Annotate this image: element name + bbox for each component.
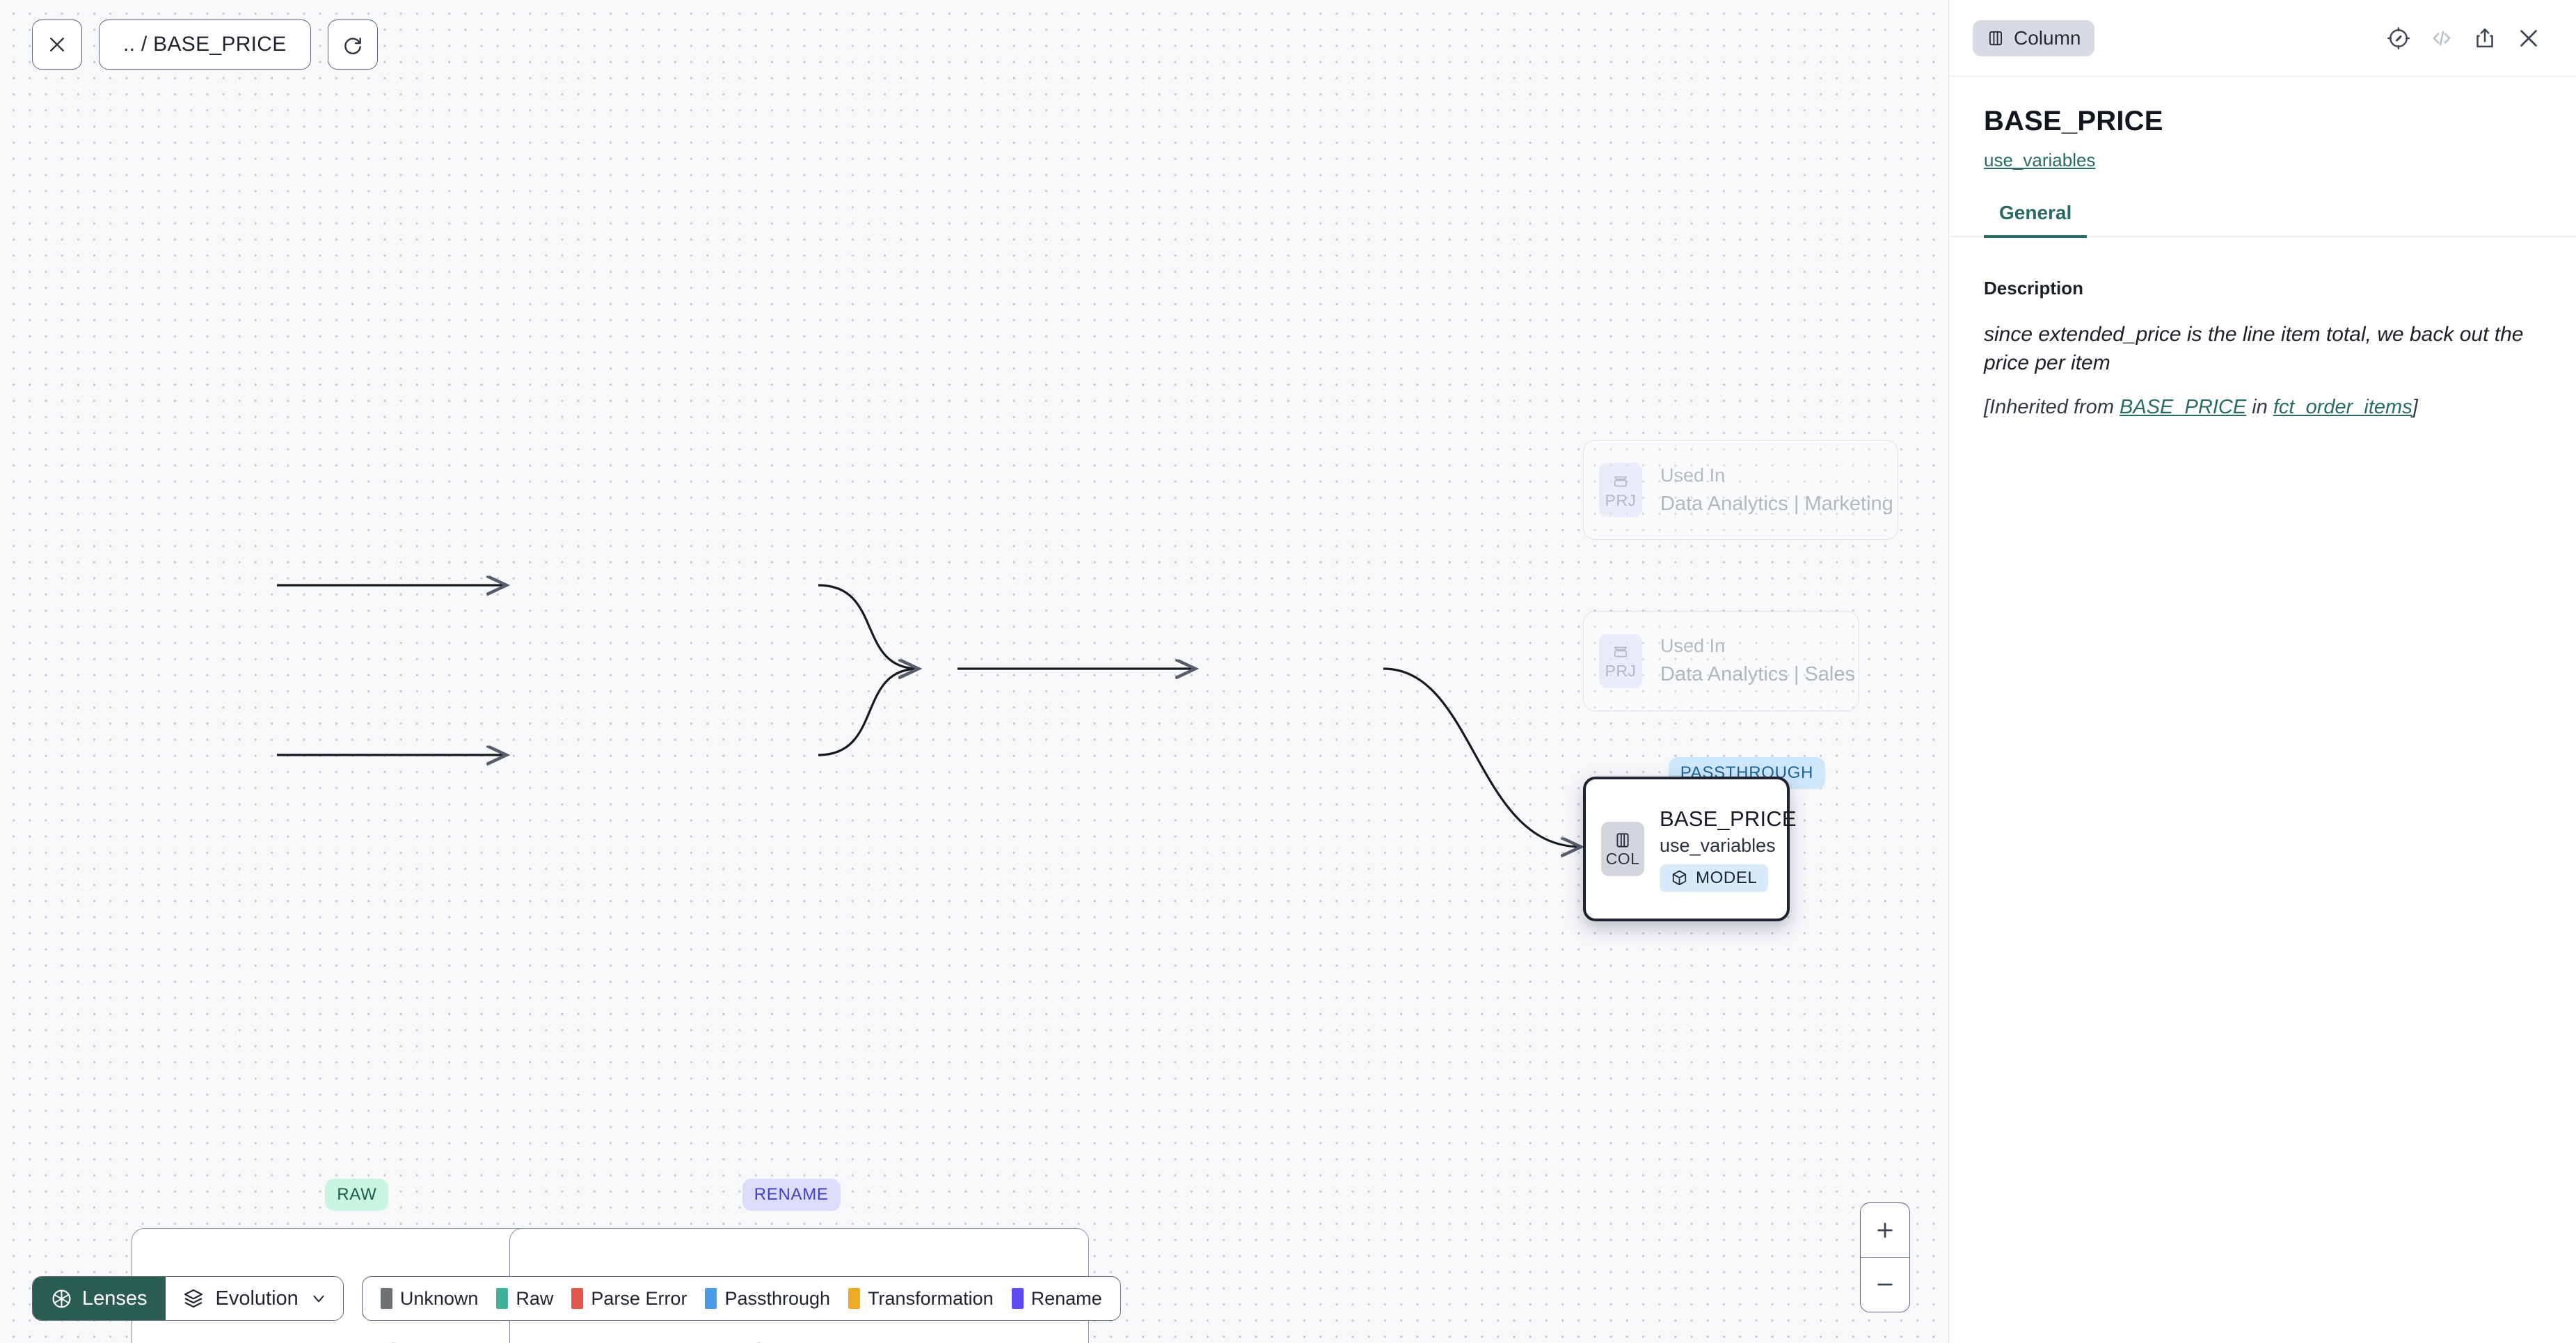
inherited-from-note: [Inherited from BASE_PRICE in fct_order_… xyxy=(1949,378,2576,419)
project-type-label: PRJ xyxy=(1605,491,1637,509)
panel-tabs: General xyxy=(1949,202,2576,238)
description-label: Description xyxy=(1984,278,2084,299)
close-lineage-button[interactable] xyxy=(32,19,82,70)
parent-model-link[interactable]: use_variables xyxy=(1984,150,2096,170)
plus-icon xyxy=(1877,1223,1893,1238)
node-title: L_EXTENDEDPRICE xyxy=(206,1338,415,1343)
close-icon[interactable] xyxy=(2516,26,2541,51)
node-title: BASE_PRICE xyxy=(1660,806,1797,831)
chevron-down-icon xyxy=(313,1295,324,1303)
canvas-top-controls: .. / BASE_PRICE xyxy=(32,19,378,70)
column-type-label: COL xyxy=(1605,850,1640,868)
compass-icon[interactable] xyxy=(2387,26,2410,50)
lineage-canvas[interactable]: .. / BASE_PRICE COLL_EXTENDEDPRICEtpch_n… xyxy=(0,0,1948,1343)
bottom-toolbar: Lenses Evolution Unknown Raw Parse Error Pa… xyxy=(32,1276,1121,1321)
lenses-group: Lenses Evolution xyxy=(32,1276,344,1321)
entity-type-label: Column xyxy=(2014,26,2081,49)
used-in-label: Used In xyxy=(1660,635,1726,657)
node-badge-ren: RENAME xyxy=(742,1179,841,1211)
project-type-chip: PRJ xyxy=(1599,463,1643,518)
description-text: since extended_price is the line item to… xyxy=(1984,323,2524,375)
panel-header: Column xyxy=(1949,0,2576,77)
inherited-prefix: [Inherited from xyxy=(1984,395,2120,418)
refresh-button[interactable] xyxy=(327,19,378,70)
minus-icon xyxy=(1877,1283,1893,1286)
legend-label: Transformation xyxy=(868,1287,994,1309)
refresh-icon xyxy=(344,38,361,55)
layers-icon xyxy=(184,1289,202,1308)
legend-item-unknown[interactable]: Unknown xyxy=(380,1287,479,1310)
close-icon xyxy=(50,38,64,51)
legend-item-passthrough[interactable]: Passthrough xyxy=(705,1288,830,1310)
node-kind-pill: MODEL xyxy=(1660,864,1769,892)
legend-swatch xyxy=(848,1288,861,1309)
used-in-project: Data Analytics | Marketing xyxy=(1660,492,1893,515)
inherited-model-link[interactable]: fct_order_items xyxy=(2273,395,2412,418)
inherited-column-link[interactable]: BASE_PRICE xyxy=(2120,395,2247,418)
entity-type-chip: Column xyxy=(1973,19,2095,56)
inherited-mid: in xyxy=(2246,395,2273,418)
panel-header-actions xyxy=(2387,26,2541,51)
node-kind-label: MODEL xyxy=(1696,868,1758,887)
legend-item-raw[interactable]: Raw xyxy=(496,1288,553,1310)
zoom-out-button[interactable] xyxy=(1861,1258,1909,1312)
legend-label: Unknown xyxy=(399,1287,479,1309)
legend-item-rename[interactable]: Rename xyxy=(1011,1287,1102,1310)
legend-label: Raw xyxy=(516,1287,554,1309)
column-icon xyxy=(1989,31,2003,45)
legend-label: Parse Error xyxy=(591,1287,687,1309)
node-title: EXTENDED_PRICE xyxy=(584,1338,781,1343)
legend-item-transformation[interactable]: Transformation xyxy=(848,1288,994,1310)
legend-item-parse-error[interactable]: Parse Error xyxy=(571,1288,687,1310)
legend-label: Passthrough xyxy=(724,1287,831,1309)
lenses-label: Lenses xyxy=(82,1287,148,1310)
legend-swatch xyxy=(705,1288,717,1309)
page-title: BASE_PRICE xyxy=(1984,106,2163,136)
lineage-node-used_in_sales[interactable]: PRJ Used In Data Analytics | Sales xyxy=(1583,610,1859,711)
used-in-project: Data Analytics | Sales xyxy=(1660,663,1855,686)
zoom-controls xyxy=(1860,1202,1910,1312)
evolution-label: Evolution xyxy=(215,1287,299,1310)
tab-general[interactable]: General xyxy=(1984,202,2088,238)
lenses-button[interactable]: Lenses xyxy=(33,1277,166,1320)
project-type-chip: PRJ xyxy=(1599,633,1643,688)
used-in-label: Used In xyxy=(1660,464,1726,486)
legend-swatch xyxy=(571,1288,584,1309)
project-type-label: PRJ xyxy=(1605,662,1637,681)
aperture-icon xyxy=(52,1289,71,1308)
details-panel: Column xyxy=(1948,0,2576,1343)
evolution-dropdown[interactable]: Evolution xyxy=(165,1277,343,1320)
node-subtitle: use_variables xyxy=(1660,834,1776,856)
share-icon[interactable] xyxy=(2473,26,2497,50)
legend-swatch xyxy=(1011,1288,1024,1309)
node-badge-raw: RAW xyxy=(325,1179,389,1211)
lineage-legend: Unknown Raw Parse Error Passthrough Transfor… xyxy=(361,1276,1121,1321)
node-badge-pass: PASSTHROUGH xyxy=(1668,756,1826,789)
legend-swatch xyxy=(380,1288,392,1309)
legend-swatch xyxy=(496,1288,509,1309)
project-icon xyxy=(1614,646,1628,658)
zoom-in-button[interactable] xyxy=(1861,1203,1909,1258)
inherited-suffix: ] xyxy=(2412,395,2418,418)
column-icon xyxy=(1616,833,1629,848)
model-cube-icon xyxy=(1672,870,1687,886)
code-icon[interactable] xyxy=(2430,26,2454,50)
column-type-chip: COL xyxy=(1601,822,1645,877)
lineage-node-used_in_marketing[interactable]: PRJ Used In Data Analytics | Marketing xyxy=(1583,440,1899,541)
breadcrumb[interactable]: .. / BASE_PRICE xyxy=(99,19,311,70)
project-icon xyxy=(1614,476,1628,487)
legend-label: Rename xyxy=(1031,1287,1102,1309)
